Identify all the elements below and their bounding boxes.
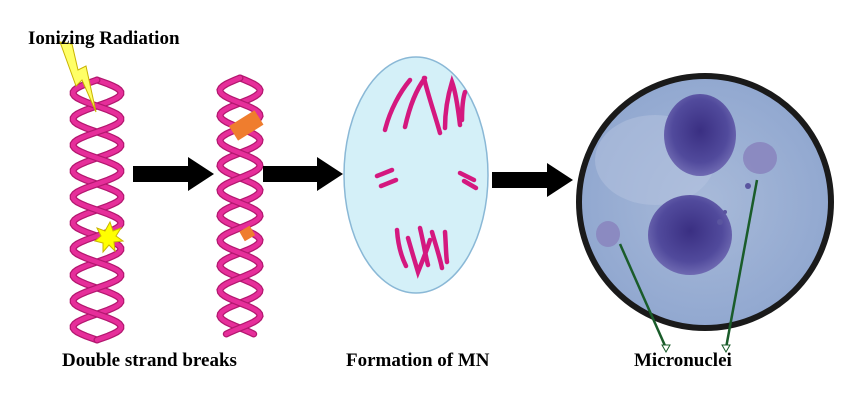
ionizing-radiation-label: Ionizing Radiation [28,28,180,49]
dna-helix-icon [69,76,125,344]
formation-of-mn-label: Formation of MN [346,350,490,371]
micronuclei-label: Micronuclei [634,350,732,371]
nucleus [664,94,736,176]
chromosomes [374,75,479,279]
arrow-right-icon [492,163,573,197]
cell-icon [343,56,489,294]
arrow-right-icon [263,157,343,191]
break-marker [229,110,264,141]
dna-strand [217,75,263,337]
arrow-right-icon [133,157,214,191]
double-strand-breaks-label: Double strand breaks [62,350,237,371]
micronucleus [743,142,777,174]
micronucleus [596,221,620,247]
lightning-bolt-icon [59,41,97,113]
break-marker [239,225,256,242]
starburst-icon [93,220,125,254]
micrograph-icon [576,73,834,331]
nucleus [648,195,732,275]
dna-strand [70,77,124,343]
pointer-lines [618,179,759,349]
